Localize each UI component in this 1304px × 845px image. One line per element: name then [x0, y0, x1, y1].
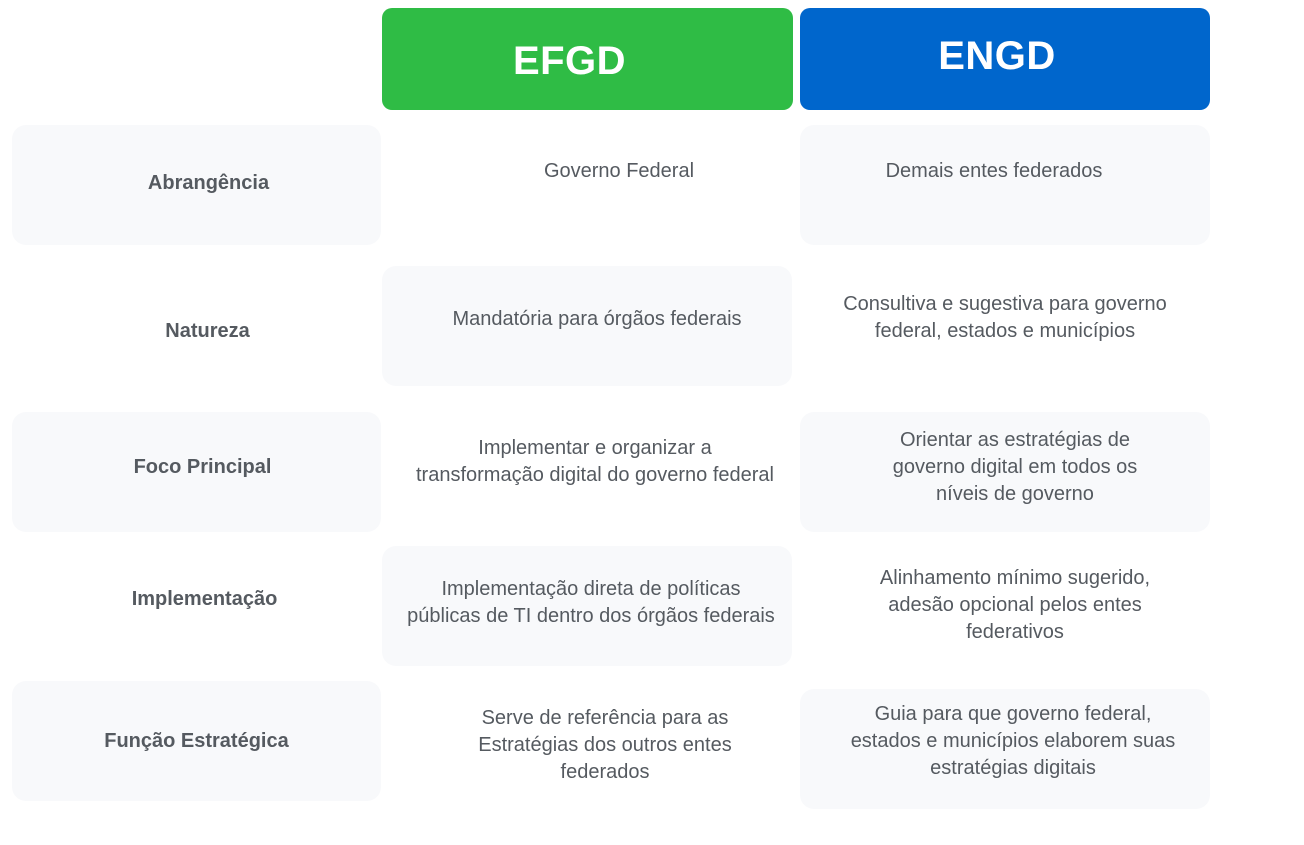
row-label-text: Foco Principal	[133, 455, 272, 478]
efgd-header: EFGD	[382, 8, 793, 110]
engd-header: ENGD	[800, 8, 1210, 110]
efgd-cell-implementacao: Implementação direta de políticas públic…	[382, 546, 792, 666]
engd-cell-implementacao: Alinhamento mínimo sugerido, adesão opci…	[800, 545, 1210, 665]
efgd-cell-text: Serve de referência para as Estratégias …	[478, 706, 732, 783]
row-label-foco-principal: Foco Principal	[12, 412, 381, 532]
row-label-implementacao: Implementação	[12, 539, 381, 659]
efgd-cell-text: Implementar e organizar a transformação …	[416, 437, 774, 486]
row-label-abrangencia: Abrangência	[12, 125, 381, 245]
efgd-cell-funcao-estrategica: Serve de referência para as Estratégias …	[382, 685, 792, 805]
engd-cell-foco-principal: Orientar as estratégias de governo digit…	[800, 412, 1210, 532]
engd-cell-text: Consultiva e sugestiva para governo fede…	[843, 293, 1167, 342]
efgd-cell-abrangencia: Governo Federal	[382, 125, 792, 245]
efgd-cell-natureza: Mandatória para órgãos federais	[382, 266, 792, 386]
efgd-header-label: EFGD	[512, 38, 627, 83]
efgd-cell-text: Mandatória para órgãos federais	[452, 307, 742, 330]
row-label-natureza: Natureza	[12, 271, 381, 391]
engd-cell-text: Orientar as estratégias de governo digit…	[892, 428, 1138, 505]
engd-cell-funcao-estrategica: Guia para que governo federal, estados e…	[800, 689, 1210, 809]
efgd-cell-foco-principal: Implementar e organizar a transformação …	[382, 402, 792, 522]
row-label-text: Natureza	[165, 319, 250, 342]
row-label-text: Implementação	[131, 587, 278, 610]
efgd-cell-text: Implementação direta de políticas públic…	[407, 578, 775, 627]
engd-cell-text: Demais entes federados	[885, 160, 1103, 182]
engd-cell-abrangencia: Demais entes federados	[800, 125, 1210, 245]
row-label-text: Função Estratégica	[104, 729, 289, 752]
row-label-funcao-estrategica: Função Estratégica	[12, 681, 381, 801]
efgd-cell-text: Governo Federal	[543, 160, 695, 182]
engd-cell-natureza: Consultiva e sugestiva para governo fede…	[800, 258, 1210, 378]
engd-cell-text: Guia para que governo federal, estados e…	[850, 702, 1176, 779]
engd-cell-text: Alinhamento mínimo sugerido, adesão opci…	[879, 566, 1151, 643]
row-label-text: Abrangência	[147, 171, 270, 194]
engd-header-label: ENGD	[938, 33, 1056, 78]
